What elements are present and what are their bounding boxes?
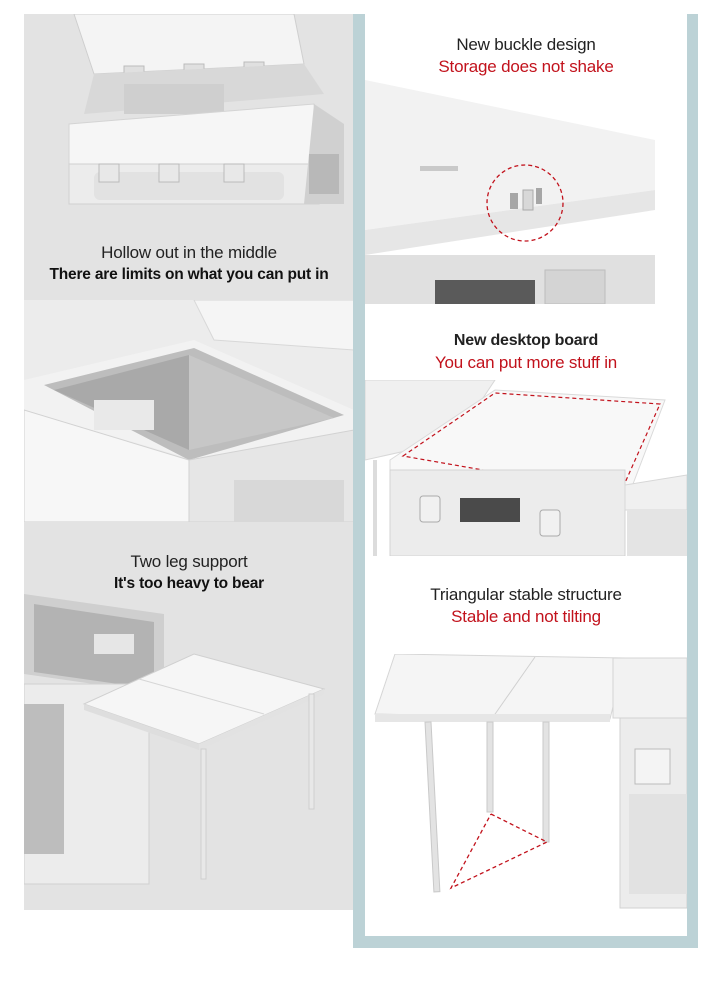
caption-buckle: New buckle design Storage does not shake xyxy=(365,34,687,78)
two-leg-table-illustration xyxy=(24,594,326,885)
caption-desktop: New desktop board You can put more stuff… xyxy=(365,330,687,374)
desktop-board-image xyxy=(365,380,687,556)
desktop-board-illustration xyxy=(365,380,687,556)
caption-two-leg: Two leg support It's too heavy to bear xyxy=(24,551,354,595)
caption-triangle: Triangular stable structure Stable and n… xyxy=(365,584,687,628)
caption-subtitle: You can put more stuff in xyxy=(434,353,618,372)
caption-subtitle: It's too heavy to bear xyxy=(113,575,265,592)
caption-title: New desktop board xyxy=(453,332,599,349)
caption-title: Hollow out in the middle xyxy=(101,243,277,262)
caption-title: New buckle design xyxy=(456,35,596,54)
triangle-structure-image xyxy=(365,654,687,914)
caption-subtitle: Storage does not shake xyxy=(438,57,614,76)
caption-subtitle: Stable and not tilting xyxy=(451,607,601,626)
caption-subtitle: There are limits on what you can put in xyxy=(49,266,329,283)
caption-hollow: Hollow out in the middle There are limit… xyxy=(24,242,354,286)
triangle-structure-illustration xyxy=(374,654,687,909)
two-leg-table-image xyxy=(24,594,354,894)
comparison-panel-old: Hollow out in the middle There are limit… xyxy=(24,14,354,910)
storage-box-illustration xyxy=(68,14,344,205)
hollow-box-illustration xyxy=(24,300,354,522)
caption-title: Two leg support xyxy=(130,552,248,571)
folded-box-image xyxy=(44,14,344,210)
comparison-panel-new: New buckle design Storage does not shake… xyxy=(365,14,687,936)
buckle-image xyxy=(365,80,655,304)
buckle-illustration xyxy=(365,80,655,304)
hollow-box-image xyxy=(24,300,354,522)
caption-title: Triangular stable structure xyxy=(430,585,622,604)
